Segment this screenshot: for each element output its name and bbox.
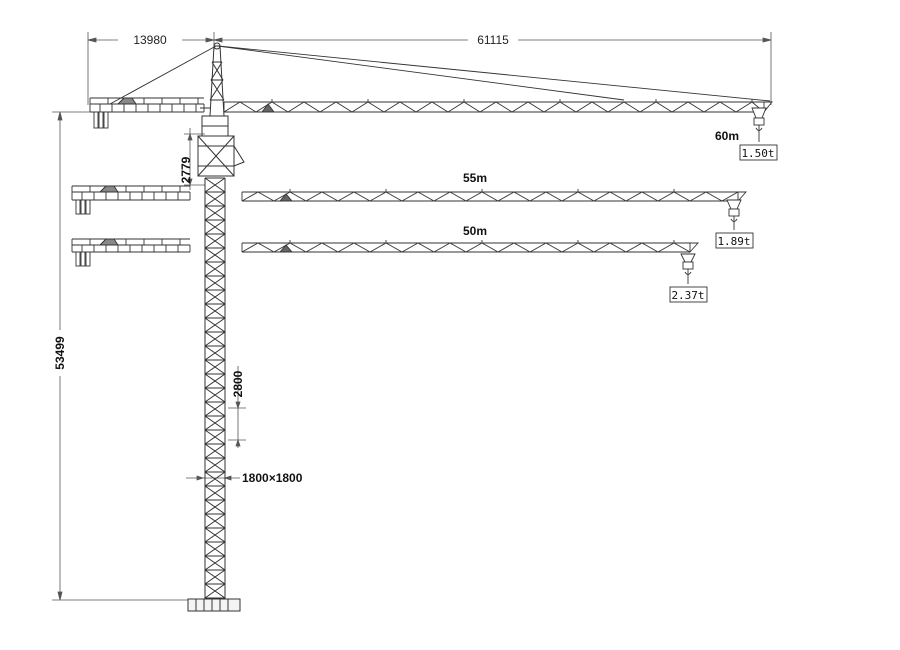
hook-50m — [680, 253, 696, 284]
counter-jib — [71, 185, 191, 215]
jibs — [223, 99, 773, 254]
config-55m: 55m 1.89t — [463, 171, 754, 249]
hook-55m — [726, 199, 742, 230]
hook-60m — [751, 107, 767, 142]
load-box-60m — [739, 144, 778, 161]
total-height-dimension — [52, 111, 192, 601]
section-height-label: 2800 — [231, 370, 245, 397]
jib-lattice — [241, 189, 748, 203]
tower-mast — [204, 177, 226, 600]
total-height-label: 53499 — [53, 336, 67, 370]
radius-label-50m: 50m — [463, 224, 487, 238]
tip-load-50m: 2.37t — [671, 289, 704, 302]
load-box-50m — [669, 286, 708, 303]
config-50m: 50m 2.37t — [463, 224, 708, 303]
section-height-dimension — [228, 366, 246, 448]
load-box-55m — [715, 232, 754, 249]
crane-apex — [200, 42, 229, 137]
tower-base — [187, 598, 241, 612]
counter-jib — [89, 97, 205, 129]
tip-load-55m: 1.89t — [717, 235, 750, 248]
jib-lattice — [241, 240, 700, 254]
jib-lattice — [223, 99, 773, 114]
config-60m: 60m 1.50t — [715, 107, 778, 161]
jib-length-label: 61115 — [477, 33, 509, 47]
radius-label-60m: 60m — [715, 129, 739, 143]
counter-jib — [71, 238, 191, 267]
tip-load-60m: 1.50t — [741, 147, 774, 160]
radius-label-55m: 55m — [463, 171, 487, 185]
climbing-cage — [197, 135, 245, 177]
tie-rods — [109, 45, 771, 105]
counter-jib-length-label: 13980 — [133, 33, 167, 47]
counter-jibs — [71, 97, 205, 267]
section-size-label: 1800×1800 — [242, 471, 303, 485]
top-height-label: 2779 — [179, 156, 193, 183]
